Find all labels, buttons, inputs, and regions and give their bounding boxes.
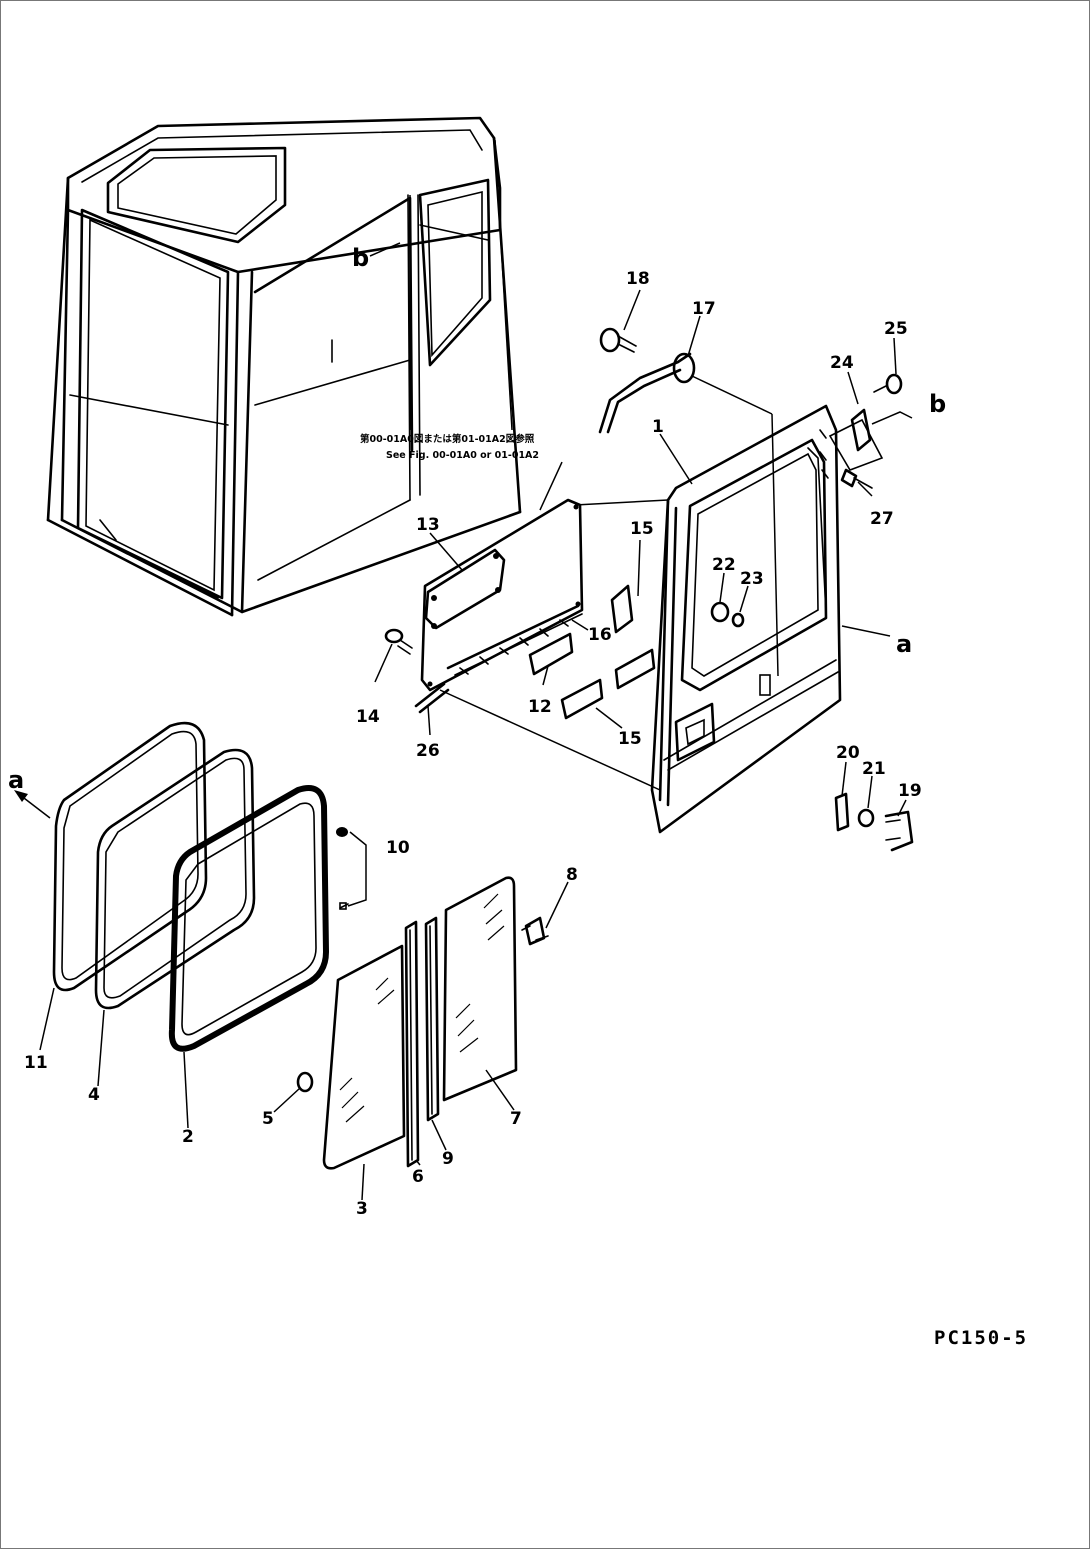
view-letter-b-cab: b: [352, 244, 369, 272]
label-2: 2: [182, 1127, 194, 1147]
bolt-14: [384, 628, 413, 655]
label-10: 10: [386, 838, 410, 858]
bolt-26: [414, 682, 450, 714]
label-5: 5: [262, 1109, 274, 1129]
label-1: 1: [652, 417, 664, 437]
bolt-18: [599, 327, 637, 353]
view-letter-a-door: a: [896, 630, 912, 658]
label-17: 17: [692, 299, 716, 319]
view-letter-a-seal: a: [8, 766, 24, 794]
label-13: 13: [416, 515, 440, 535]
label-18: 18: [626, 269, 650, 289]
label-14: 14: [356, 707, 380, 727]
hinge-24: [828, 373, 913, 471]
door-stay-17: [598, 352, 696, 434]
label-8: 8: [566, 865, 578, 885]
label-27: 27: [870, 509, 894, 529]
model-code: PC150-5: [934, 1327, 1028, 1349]
label-21: 21: [862, 759, 886, 779]
label-24: 24: [830, 353, 854, 373]
label-11: 11: [24, 1053, 48, 1073]
label-16: 16: [588, 625, 612, 645]
cab-frame: [46, 116, 522, 617]
latch-8: [521, 916, 549, 946]
view-letter-b-hinge: b: [929, 390, 946, 418]
label-6: 6: [412, 1167, 424, 1187]
fastener-5: [296, 1071, 314, 1093]
label-26: 26: [416, 741, 440, 761]
reference-note-en: See Fig. 00-01A0 or 01-01A2: [386, 450, 539, 461]
nut-22-washer-23: [710, 601, 745, 628]
screw-27: [840, 468, 873, 489]
label-4: 4: [88, 1085, 100, 1105]
label-7: 7: [510, 1109, 522, 1129]
reference-note-jp: 第00-01A0図または第01-01A2図参照: [360, 433, 535, 445]
label-19: 19: [898, 781, 922, 801]
label-9: 9: [442, 1149, 454, 1169]
striker-19-21-20: [834, 792, 914, 852]
label-22: 22: [712, 555, 736, 575]
label-20: 20: [836, 743, 860, 763]
clip-10: [336, 827, 367, 910]
label-15-upper: 15: [630, 519, 654, 539]
label-23: 23: [740, 569, 764, 589]
door-assembly: [650, 375, 842, 834]
label-3: 3: [356, 1199, 368, 1219]
label-25: 25: [884, 319, 908, 339]
part-number-labels: 1 2 3 4 5 6 7 8 9 10 11 12 13 14 15 15 1…: [24, 269, 922, 1219]
label-15-lower: 15: [618, 729, 642, 749]
label-12: 12: [528, 697, 552, 717]
trim-panel: [420, 498, 669, 791]
